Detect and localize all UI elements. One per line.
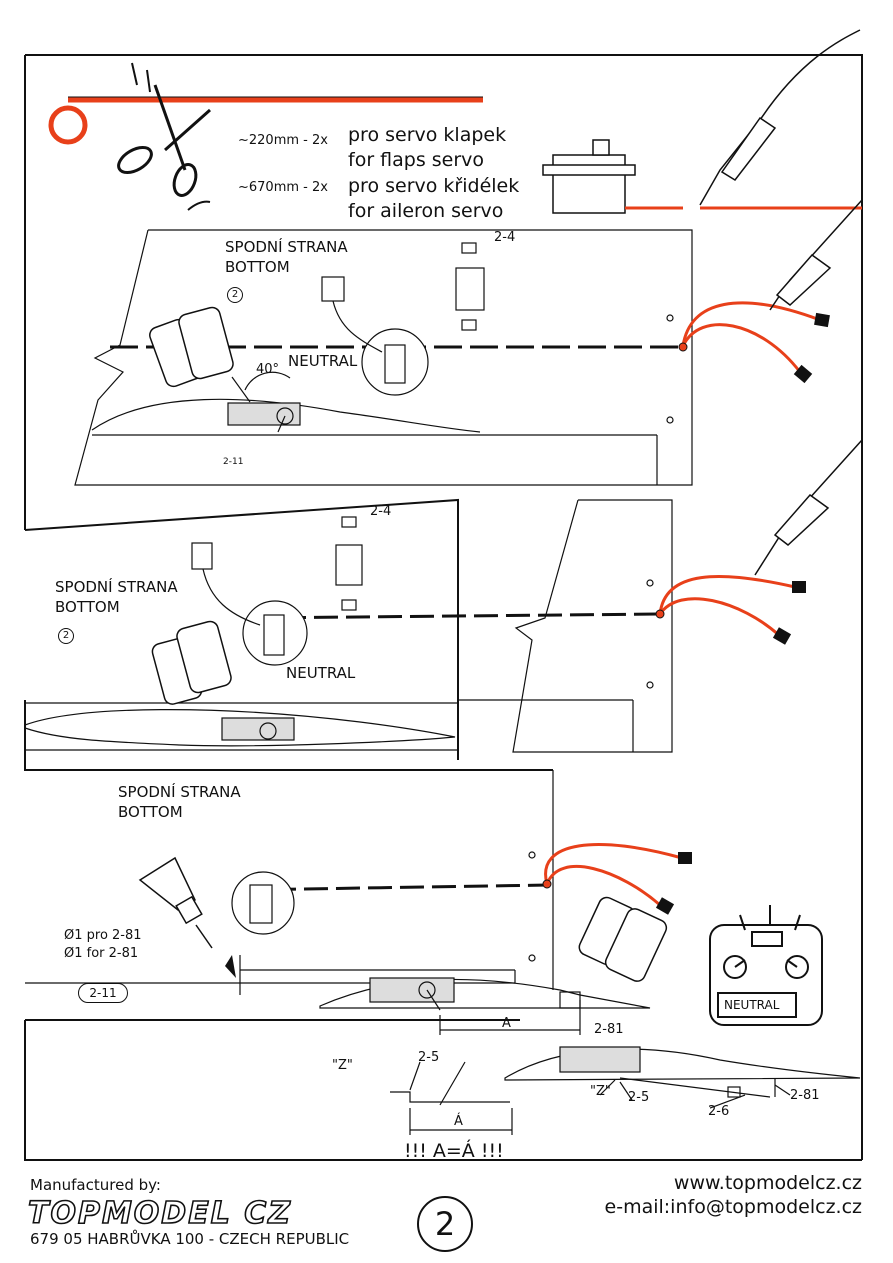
aileron-length: ~670mm - 2x (238, 180, 328, 195)
panel2-bottom-cz: SPODNÍ STRANA (55, 578, 178, 596)
panel2-neutral: NEUTRAL (286, 664, 356, 682)
part-25: 2-5 (418, 1050, 440, 1065)
panel1-part-small: 2-11 (223, 457, 244, 467)
page-frame (24, 54, 863, 1161)
panel1-wires (681, 301, 821, 373)
part-26: 2-6 (708, 1104, 730, 1119)
part-281: 2-81 (594, 1022, 624, 1037)
equation: !!! A=Á !!! (404, 1140, 504, 1162)
website-link[interactable]: www.topmodelcz.cz (673, 1172, 862, 1194)
flaps-label-cz: pro servo klapek (348, 124, 507, 146)
panel1-bottom-cz: SPODNÍ STRANA (225, 238, 348, 256)
wire-coil (48, 97, 483, 145)
email-link[interactable]: e-mail:info@topmodelcz.cz (604, 1196, 862, 1218)
panel3-connectors (655, 852, 692, 915)
solder-iron-1 (769, 199, 863, 311)
panel2-connectors (772, 581, 806, 645)
panel1-step: 2 (227, 287, 243, 303)
z-label: "Z" (332, 1058, 353, 1073)
panel1-bottom-en: BOTTOM (225, 258, 290, 276)
solder-iron-2 (754, 439, 863, 576)
panel2-part: 2-4 (370, 504, 392, 519)
panel2-bottom-en: BOTTOM (55, 598, 120, 616)
epoxy-bottles-3 (578, 896, 668, 982)
panel2-step: 2 (58, 628, 74, 644)
epoxy-bottles-1 (149, 306, 234, 388)
panel1-angle: 40° (256, 362, 280, 377)
part-25b: 2-5 (628, 1090, 650, 1105)
panel3-part-211: 2-11 (78, 983, 128, 1003)
page-number: 2 (417, 1196, 473, 1252)
scissors-icon (117, 62, 211, 211)
panel3-bottom-en: BOTTOM (118, 803, 183, 821)
dim-a2: Á (454, 1114, 463, 1129)
brand-logo: TOPMODEL CZ (27, 1195, 293, 1232)
drill-icon (138, 856, 213, 949)
panel2-wing (24, 499, 673, 753)
manufactured-label: Manufactured by: (30, 1176, 161, 1194)
panel3-wing (25, 770, 861, 1135)
panel3-bottom-cz: SPODNÍ STRANA (118, 783, 241, 801)
epoxy-bottles-2 (151, 620, 232, 705)
panel1-part: 2-4 (494, 230, 516, 245)
aileron-label-cz: pro servo křidélek (348, 175, 520, 197)
part-281b: 2-81 (790, 1088, 820, 1103)
servo-solder-header (542, 29, 862, 214)
address: 679 05 HABRŮVKA 100 - CZECH REPUBLIC (30, 1230, 350, 1248)
drill-arrow (225, 955, 236, 978)
aileron-label-en: for aileron servo (348, 200, 504, 222)
drill-label-cz: Ø1 pro 2-81 (64, 928, 142, 943)
drill-label-en: Ø1 for 2-81 (64, 946, 139, 961)
panel3-wires (544, 843, 683, 907)
dim-a: A (502, 1016, 511, 1031)
flaps-label-en: for flaps servo (348, 149, 485, 171)
transmitter-icon (709, 905, 823, 1026)
z-label-2: "Z" (590, 1084, 611, 1099)
flaps-length: ~220mm - 2x (238, 133, 328, 148)
panel2-wires (658, 575, 796, 638)
panel1-connectors (793, 312, 830, 384)
panel1-wing (74, 229, 693, 486)
panel1-neutral: NEUTRAL (288, 352, 358, 370)
tx-neutral: NEUTRAL (724, 998, 780, 1012)
